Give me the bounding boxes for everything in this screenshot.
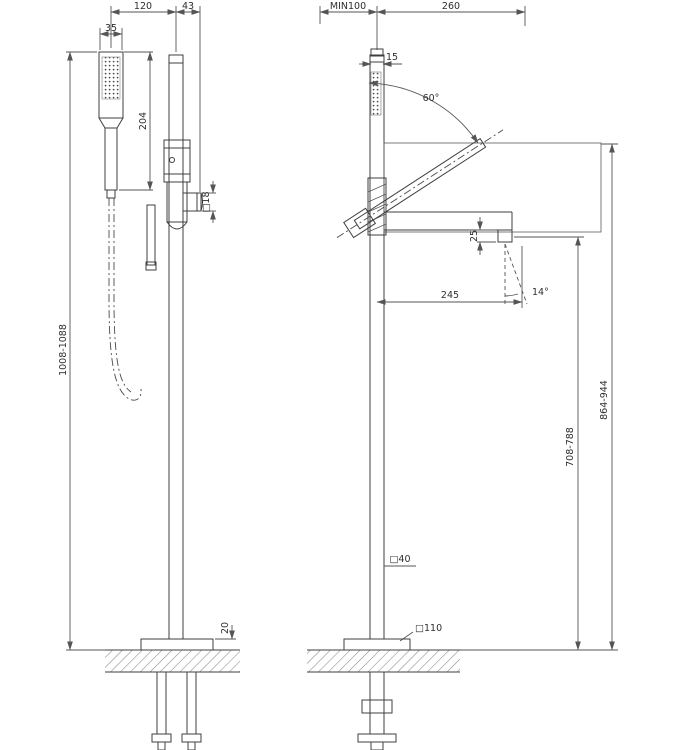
front-height-dimension: 1008-1088 <box>58 51 105 651</box>
dim-min-wall: MIN100 <box>330 1 366 12</box>
dim-plate-20: 20 <box>220 622 231 634</box>
dim-column-40: □40 <box>389 554 410 565</box>
supply-pipe-right <box>186 671 197 735</box>
dim-width-35: 35 <box>105 23 117 34</box>
dim-top-height: 864-944 <box>599 380 610 420</box>
handshower-head <box>98 51 124 119</box>
lever-angle-arc <box>368 80 479 144</box>
front-view: 120 43 35 204 1008-1088 <box>58 1 240 750</box>
water-stream-line <box>504 243 528 305</box>
lever-assembly: 60° <box>336 80 602 239</box>
dim-length-204: 204 <box>138 112 149 130</box>
riser-column <box>168 54 184 640</box>
handshower-side-profile <box>370 71 382 116</box>
base-plate <box>140 638 214 651</box>
column-cap <box>370 48 384 57</box>
dim-section-18: □18 <box>201 191 212 212</box>
floor-hatching <box>105 650 240 672</box>
dim-offset-120: 120 <box>134 1 152 12</box>
dim-angle-14: 14° <box>532 287 549 298</box>
front-handshower-dimension: 204 <box>119 51 153 191</box>
front-spout-dimension: □18 <box>201 181 216 223</box>
dim-outlet-height: 708-788 <box>565 427 576 467</box>
supply-pipe-side <box>369 671 385 735</box>
mixer-body <box>163 139 191 183</box>
dim-reach-260: 260 <box>442 1 460 12</box>
pipe-nut <box>361 699 393 714</box>
floor-hatching-side <box>307 650 460 672</box>
front-floor <box>105 638 240 673</box>
stream-angle-arc <box>504 293 519 297</box>
side-spout: 14° <box>384 211 549 306</box>
supply-pipe-left <box>156 671 167 735</box>
riser-column-side <box>369 54 385 640</box>
cartridge-body <box>367 177 387 236</box>
dim-height-range: 1008-1088 <box>58 324 69 376</box>
base-plate-side <box>343 638 411 651</box>
diverter-knob <box>169 157 175 163</box>
aerator <box>497 229 513 243</box>
dim-angle-60: 60° <box>423 93 440 104</box>
side-floor <box>307 638 460 673</box>
side-top-dimensions: MIN100 260 15 <box>319 1 526 67</box>
front-supply-pipes <box>151 671 202 750</box>
aerator-drop-dimension: 25 <box>469 217 496 255</box>
dim-drop-25: 25 <box>469 230 480 242</box>
hose-connector <box>146 204 156 266</box>
handshower-spray-face <box>101 56 121 100</box>
side-view: MIN100 260 15 <box>307 1 618 750</box>
handshower-handle <box>104 127 118 191</box>
side-supply-pipe <box>357 671 397 750</box>
side-callouts: □40 □110 <box>384 554 442 642</box>
dim-top-15: 15 <box>386 52 398 63</box>
lever-open-position <box>336 129 504 239</box>
handshower <box>98 51 157 401</box>
spout-reach-dimension: 245 <box>376 246 523 308</box>
side-column <box>369 48 385 640</box>
dim-reach-245: 245 <box>441 290 459 301</box>
front-column <box>163 54 203 640</box>
lever-swing-envelope <box>383 142 602 233</box>
front-top-dimensions: 120 43 35 <box>99 1 201 192</box>
dim-spout-43: 43 <box>182 1 194 12</box>
body-dome <box>166 221 188 230</box>
dim-plate-110: □110 <box>415 623 442 634</box>
front-spout <box>182 192 202 212</box>
side-height-dimensions: 708-788 864-944 <box>460 143 618 651</box>
